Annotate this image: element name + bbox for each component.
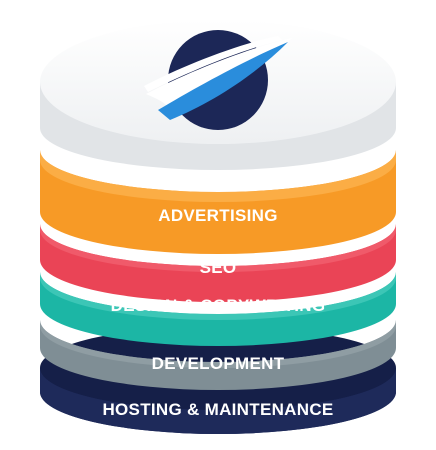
layer-seo <box>40 224 396 302</box>
layer-design <box>40 272 396 346</box>
label-development: DEVELOPMENT <box>152 354 285 373</box>
layer-development <box>40 320 396 390</box>
label-design: DESIGN & COPYWRITING <box>111 296 326 315</box>
label-seo: SEO <box>200 258 237 277</box>
label-advertising: ADVERTISING <box>158 206 277 225</box>
layer-development-body <box>40 320 396 390</box>
layer-design-body <box>40 272 396 346</box>
swoosh-logo-icon <box>144 30 292 130</box>
label-hosting: HOSTING & MAINTENANCE <box>102 400 333 419</box>
layer-seo-body <box>40 224 396 302</box>
layer-advertising <box>40 150 396 254</box>
